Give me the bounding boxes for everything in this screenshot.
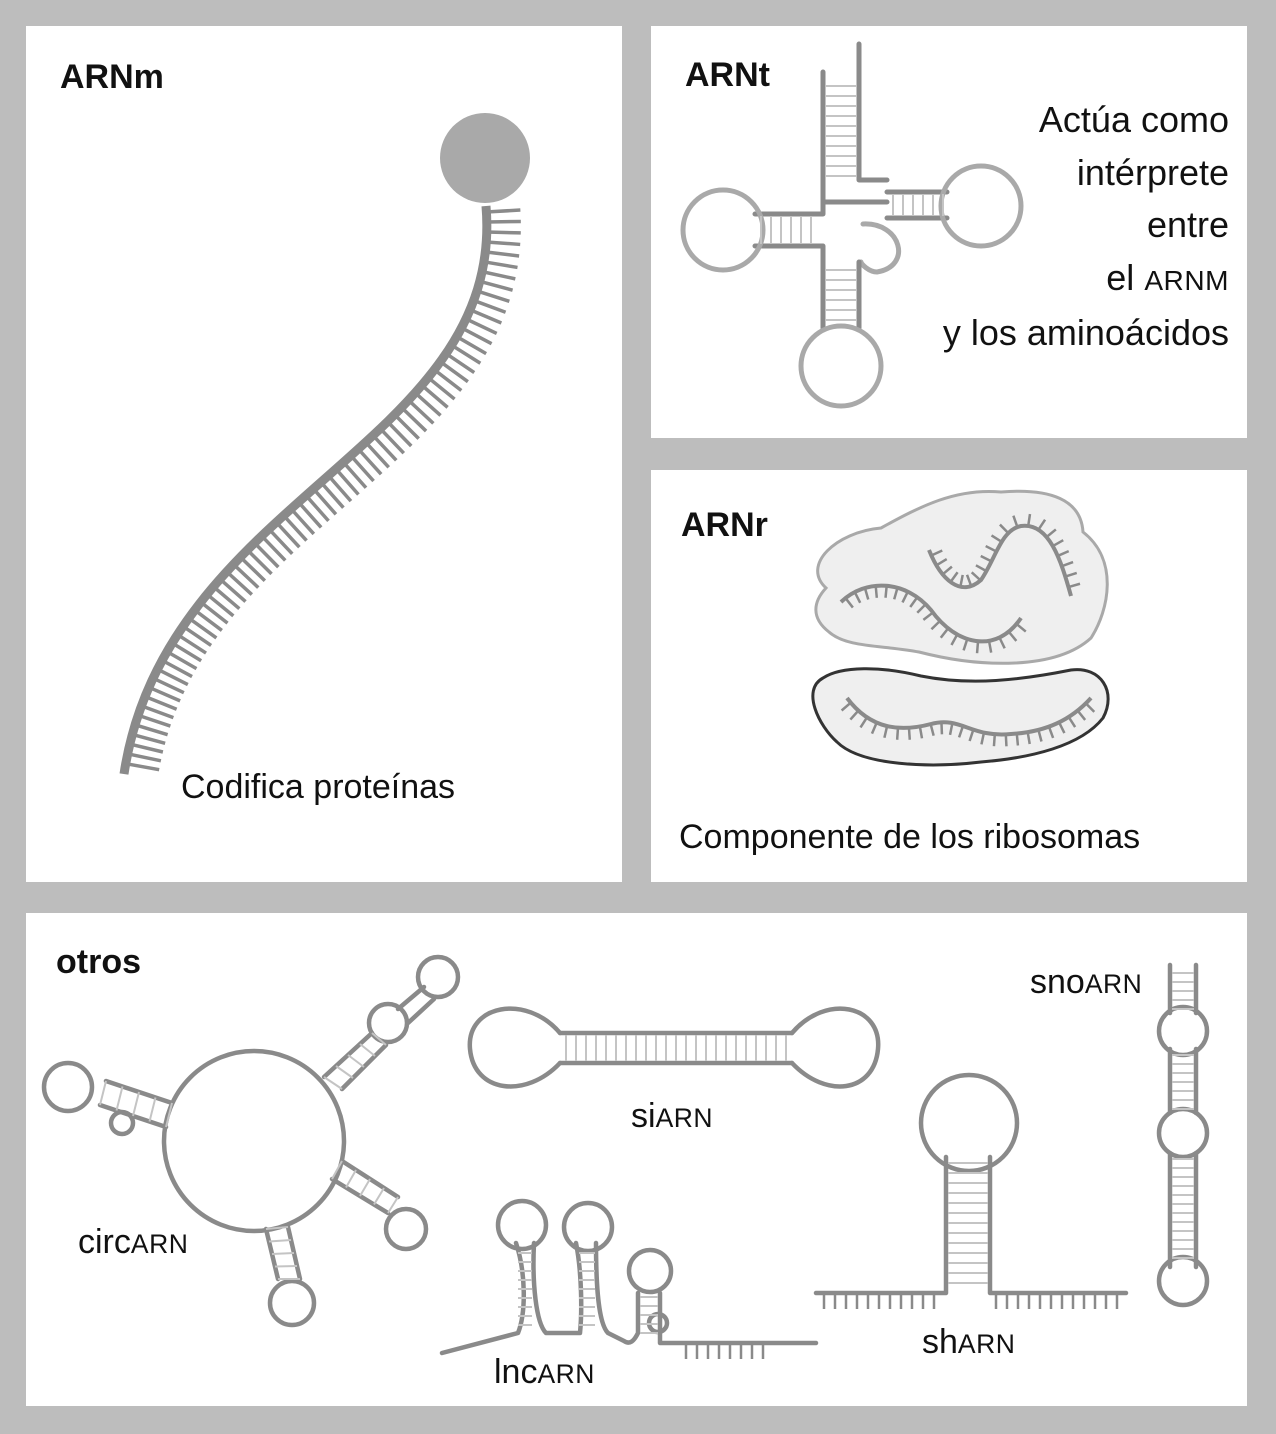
rrna-panel: ARNr Componente de los ribosomas: [651, 470, 1247, 882]
base-tick: [477, 291, 509, 301]
trna-desc-line-4: el ARNM: [943, 252, 1229, 308]
base-tick: [485, 252, 519, 256]
trna-anticodon-loop: [801, 326, 881, 406]
mrna-panel: ARNm Codifica proteínas: [26, 26, 622, 882]
base-tick: [269, 529, 292, 554]
base-tick: [486, 242, 520, 244]
base-tick: [486, 210, 520, 212]
base-tick: [291, 509, 314, 534]
base-tick: [321, 482, 343, 508]
base-tick: [247, 550, 271, 574]
base-tick: [132, 734, 165, 743]
snorna-structure: [1159, 965, 1207, 1305]
base-tick: [284, 515, 307, 540]
circrna-rung: [133, 1092, 139, 1116]
base-tick: [262, 536, 286, 561]
base-tick: [1017, 734, 1018, 746]
circrna-rung: [336, 1066, 353, 1078]
mrna-cap: [440, 113, 530, 203]
base-tick: [276, 522, 299, 547]
circrna-structure: [44, 957, 458, 1325]
other-title: otros: [56, 943, 141, 982]
trna-variable-loop: [861, 224, 899, 272]
other-base-pairs: [100, 973, 1194, 1333]
base-tick: [487, 232, 521, 233]
base-tick: [255, 543, 279, 567]
base-tick: [886, 586, 887, 598]
snorna-label: snoARN: [1030, 963, 1142, 1002]
base-tick: [897, 728, 898, 740]
base-tick: [909, 728, 910, 740]
base-tick: [474, 300, 506, 312]
base-tick: [126, 764, 159, 770]
base-tick: [240, 557, 264, 581]
trna-acceptor-stem: [823, 44, 887, 202]
base-tick: [313, 489, 335, 515]
trna-t-arm: [887, 192, 947, 218]
base-tick: [220, 579, 246, 601]
circrna-rung: [348, 1055, 364, 1067]
circrna-rung: [360, 1044, 375, 1056]
base-tick: [1028, 514, 1030, 526]
circrna-rung: [117, 1087, 123, 1111]
base-tick: [227, 572, 252, 595]
rrna-title: ARNr: [681, 506, 768, 545]
base-tick: [128, 754, 161, 761]
base-tick: [977, 641, 978, 653]
trna-desc-line-3: entre: [943, 199, 1229, 252]
circrna-rung: [272, 1253, 294, 1254]
base-tick: [234, 564, 259, 587]
circrna-rung: [266, 1227, 288, 1229]
trna-description: Actúa como intérprete entre el ARNM y lo…: [943, 94, 1229, 360]
sirna-label: siARN: [631, 1097, 713, 1136]
base-tick: [484, 262, 518, 268]
circrna-rung: [275, 1266, 297, 1267]
base-tick: [130, 744, 163, 752]
circrna-rung: [150, 1098, 156, 1122]
base-tick: [135, 725, 168, 735]
rrna-caption: Componente de los ribosomas: [679, 818, 1140, 857]
ribosome-small-subunit: [813, 669, 1108, 765]
circrna-rung: [360, 1179, 370, 1196]
mrna-caption: Codifica proteínas: [181, 768, 455, 807]
circrna-rung: [269, 1240, 291, 1242]
base-tick: [328, 476, 350, 502]
trna-title: ARNt: [685, 56, 770, 95]
other-rna-panel: otros circARN siARN lncARN shARN snoARN: [26, 913, 1247, 1406]
base-tick: [487, 221, 521, 222]
trna-desc-line-5: y los aminoácidos: [943, 307, 1229, 360]
base-tick: [207, 594, 233, 616]
trna-desc-line-2: intérprete: [943, 147, 1229, 200]
trna-d-loop: [683, 190, 763, 270]
mrna-title: ARNm: [60, 58, 164, 97]
sirna-structure: [470, 1009, 878, 1087]
trna-anticodon-arm: [823, 262, 859, 328]
base-tick: [994, 734, 995, 746]
circrna-label: circARN: [78, 1223, 188, 1262]
circrna-rung: [346, 1170, 356, 1188]
trna-desc-line-1: Actúa como: [943, 94, 1229, 147]
base-tick: [1006, 734, 1007, 746]
base-tick: [480, 281, 513, 290]
mrna-bases: [126, 210, 521, 770]
base-tick: [298, 502, 321, 527]
base-tick: [138, 715, 170, 726]
base-tick: [876, 586, 877, 598]
other-bases: [686, 1293, 1117, 1359]
trna-desc-abbrev: ARNM: [1144, 265, 1229, 296]
base-tick: [213, 587, 239, 609]
trna-panel: ARNt Actúa como intérprete entre el ARNM…: [651, 26, 1247, 438]
base-tick: [482, 272, 515, 279]
mrna-diagram: [26, 26, 622, 882]
circrna-rung: [374, 1188, 384, 1205]
base-tick: [470, 310, 501, 323]
base-tick: [201, 602, 228, 623]
lncrna-label: lncARN: [494, 1353, 595, 1392]
circrna-rung: [100, 1081, 106, 1105]
base-tick: [306, 495, 329, 520]
shrna-label: shARN: [922, 1323, 1015, 1362]
lncrna-structure: [442, 1201, 816, 1353]
base-tick: [336, 469, 358, 495]
